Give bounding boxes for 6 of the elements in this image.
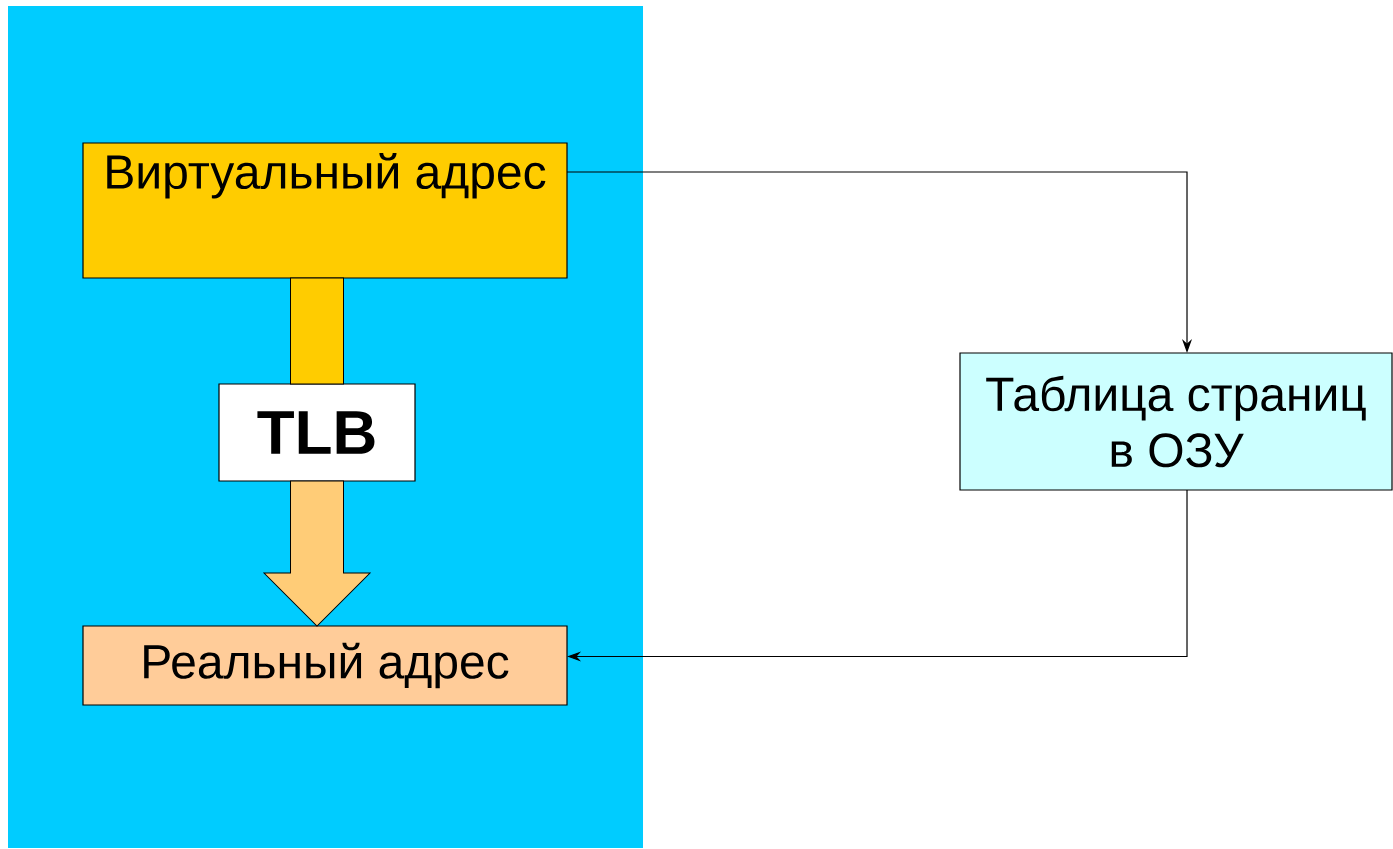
process-box: TLB xyxy=(218,383,416,482)
process-box: Таблица страниц в ОЗУ xyxy=(959,352,1393,491)
block-arrow xyxy=(263,480,371,627)
arrow-shaft xyxy=(290,277,344,385)
process-box: Реальный адрес xyxy=(82,625,568,706)
process-box: Виртуальный адрес xyxy=(82,142,568,279)
